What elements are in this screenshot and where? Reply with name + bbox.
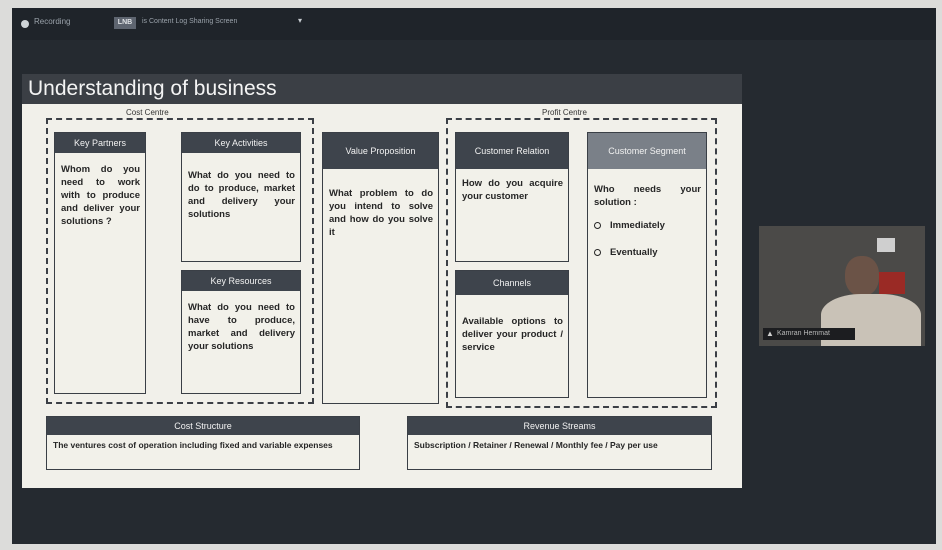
list-item: Immediately xyxy=(594,219,701,232)
card-title: Key Partners xyxy=(55,133,145,153)
list-item: Eventually xyxy=(594,246,701,259)
card-body: The ventures cost of operation including… xyxy=(53,440,333,450)
card-title: Key Resources xyxy=(182,271,300,291)
card-title: Cost Structure xyxy=(47,417,359,435)
meeting-top-bar: Recording LNB is Content Log Sharing Scr… xyxy=(12,8,936,40)
card-body: Subscription / Retainer / Renewal / Mont… xyxy=(414,440,658,450)
card-title: Revenue Streams xyxy=(408,417,711,435)
card-body: What do you need to do to produce, marke… xyxy=(188,170,295,220)
slide-title-bar: Understanding of business xyxy=(22,74,742,104)
profit-centre-label: Profit Centre xyxy=(542,108,587,117)
recording-icon xyxy=(21,20,29,28)
card-body: Available options to deliver your produc… xyxy=(462,316,563,353)
cost-centre-label: Cost Centre xyxy=(126,108,169,117)
cost-centre-group xyxy=(46,118,314,404)
segment-list: Immediately Eventually xyxy=(594,219,701,259)
recording-label: Recording xyxy=(34,17,71,26)
value-proposition-card: Value Proposition What problem to do you… xyxy=(322,132,439,404)
shared-slide: Understanding of business Cost Centre Pr… xyxy=(22,74,742,488)
card-body: How do you acquire your customer xyxy=(462,178,563,202)
key-activities-card: Key Activities What do you need to do to… xyxy=(181,132,301,262)
segment-question: Who needs your solution : xyxy=(594,184,701,208)
card-title: Customer Segment xyxy=(588,133,706,169)
slide-title: Understanding of business xyxy=(28,77,277,100)
video-shelf-detail xyxy=(879,272,905,294)
card-body: Whom do you need to work with to produce… xyxy=(61,164,140,227)
revenue-streams-card: Revenue Streams Subscription / Retainer … xyxy=(407,416,712,470)
card-body: Who needs your solution : Immediately Ev… xyxy=(594,183,701,273)
meeting-window: Recording LNB is Content Log Sharing Scr… xyxy=(12,8,936,544)
card-body: What do you need to have to produce, mar… xyxy=(188,302,295,352)
channels-card: Channels Available options to deliver yo… xyxy=(455,270,569,398)
bullet-circle-icon xyxy=(594,221,601,229)
participant-name: Kamran Hemmat xyxy=(777,330,830,337)
card-title: Channels xyxy=(456,271,568,295)
customer-segment-card: Customer Segment Who needs your solution… xyxy=(587,132,707,398)
cost-structure-card: Cost Structure The ventures cost of oper… xyxy=(46,416,360,470)
mic-icon: ▲ xyxy=(766,329,774,338)
participant-video-tile[interactable]: ▲ Kamran Hemmat xyxy=(759,226,925,346)
bullet-circle-icon xyxy=(594,248,601,256)
participant-head xyxy=(845,256,879,296)
card-title: Customer Relation xyxy=(456,133,568,169)
key-partners-card: Key Partners Whom do you need to work wi… xyxy=(54,132,146,394)
card-title: Value Proposition xyxy=(323,133,438,169)
card-title: Key Activities xyxy=(182,133,300,153)
card-body: What problem to do you intend to solve a… xyxy=(329,188,433,238)
customer-relation-card: Customer Relation How do you acquire you… xyxy=(455,132,569,262)
profit-centre-group xyxy=(446,118,717,408)
chevron-down-icon[interactable]: ▾ xyxy=(298,16,303,25)
participant-name-bar: ▲ Kamran Hemmat xyxy=(763,328,855,340)
video-window-detail xyxy=(877,238,895,252)
presenter-badge: LNB xyxy=(114,17,136,29)
screen-share-status[interactable]: is Content Log Sharing Screen xyxy=(142,18,238,25)
key-resources-card: Key Resources What do you need to have t… xyxy=(181,270,301,394)
